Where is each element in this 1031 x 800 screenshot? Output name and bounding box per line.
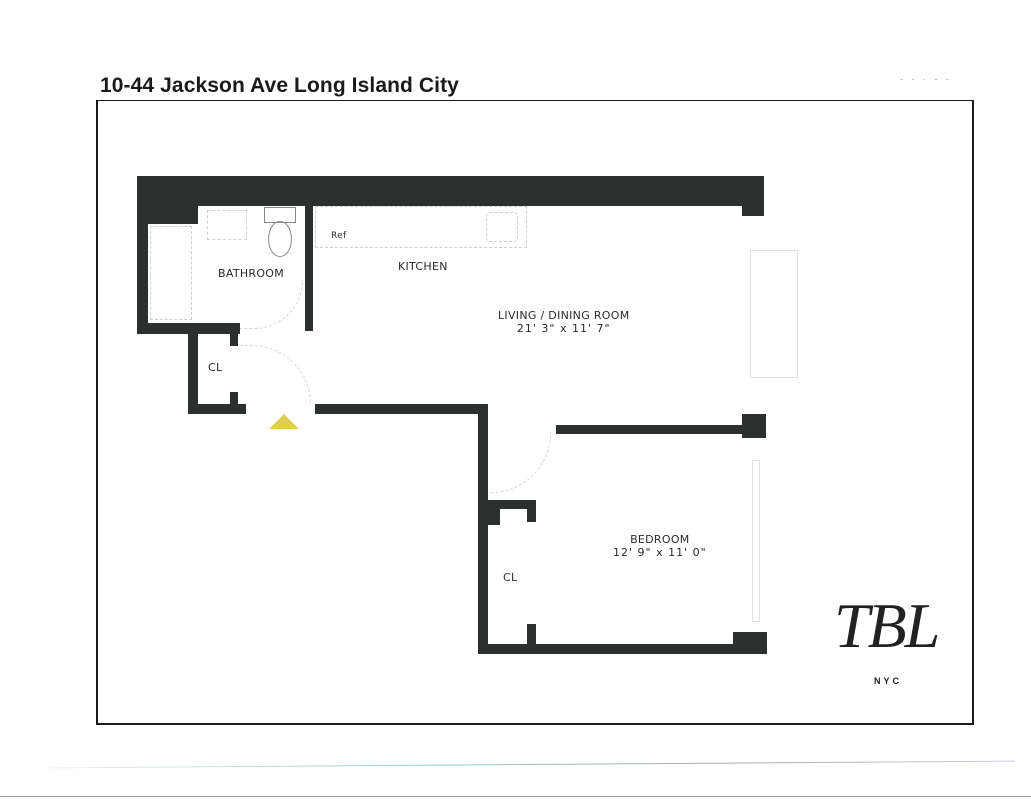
scan-artifact-line [50, 760, 1015, 769]
room-label-living: LIVING / DINING ROOM 21' 3" x 11' 7" [498, 309, 629, 335]
wall-bed-closet-jamb-bottom [527, 624, 536, 646]
wall-bath-bottom [137, 323, 240, 334]
wall-tub-step [137, 206, 198, 224]
wall-living-bedroom [556, 425, 746, 434]
wall-corridor [315, 404, 487, 414]
brand-sub: NYC [874, 676, 903, 686]
window-bedroom [752, 460, 760, 622]
wall-top [137, 176, 764, 206]
room-label-bathroom: BATHROOM [218, 267, 285, 280]
wall-closet-jamb-bottom [230, 392, 238, 406]
room-label-kitchen: KITCHEN [398, 260, 448, 273]
room-name-bedroom: BEDROOM [630, 533, 690, 546]
room-label-closet-hall: CL [208, 361, 223, 374]
toilet-bowl [268, 221, 292, 257]
fridge-label: Ref [331, 231, 347, 241]
kitchen-counter [315, 206, 527, 248]
bathtub [150, 226, 192, 320]
listing-title: 10-44 Jackson Ave Long Island City [100, 74, 459, 97]
floorplan-frame [96, 100, 974, 725]
entry-triangle-icon [269, 414, 299, 429]
wall-closet-jamb-top [230, 334, 238, 346]
sink [207, 210, 247, 240]
wall-right-pier [742, 414, 766, 438]
wall-top-right-pier [742, 176, 764, 216]
scan-artifact-bottom [0, 796, 1031, 797]
room-dim-bedroom: 12' 9" x 11' 0" [613, 546, 707, 559]
room-name-living: LIVING / DINING ROOM [498, 309, 630, 322]
window-living [750, 250, 798, 378]
wall-bed-closet-top [478, 500, 536, 509]
wall-closet-left [188, 334, 198, 414]
brand-logo: TBL [834, 590, 940, 661]
wall-bed-closet-jamb [527, 500, 536, 522]
wall-closet-bottom [188, 404, 246, 414]
room-label-closet-bedroom: CL [503, 571, 518, 584]
wall-left-upper [137, 176, 148, 334]
room-dim-living: 21' 3" x 11' 7" [516, 322, 611, 335]
room-label-bedroom: BEDROOM 12' 9" x 11' 0" [613, 533, 707, 559]
wall-bed-closet-step [488, 509, 500, 525]
stove-burners [486, 212, 518, 242]
corner-marks: - - · - - [900, 74, 952, 84]
wall-bedroom-left [478, 404, 488, 654]
wall-bedroom-bottom-pier [733, 632, 767, 646]
wall-bedroom-bottom [478, 644, 767, 654]
wall-bath-kitchen [305, 206, 313, 331]
